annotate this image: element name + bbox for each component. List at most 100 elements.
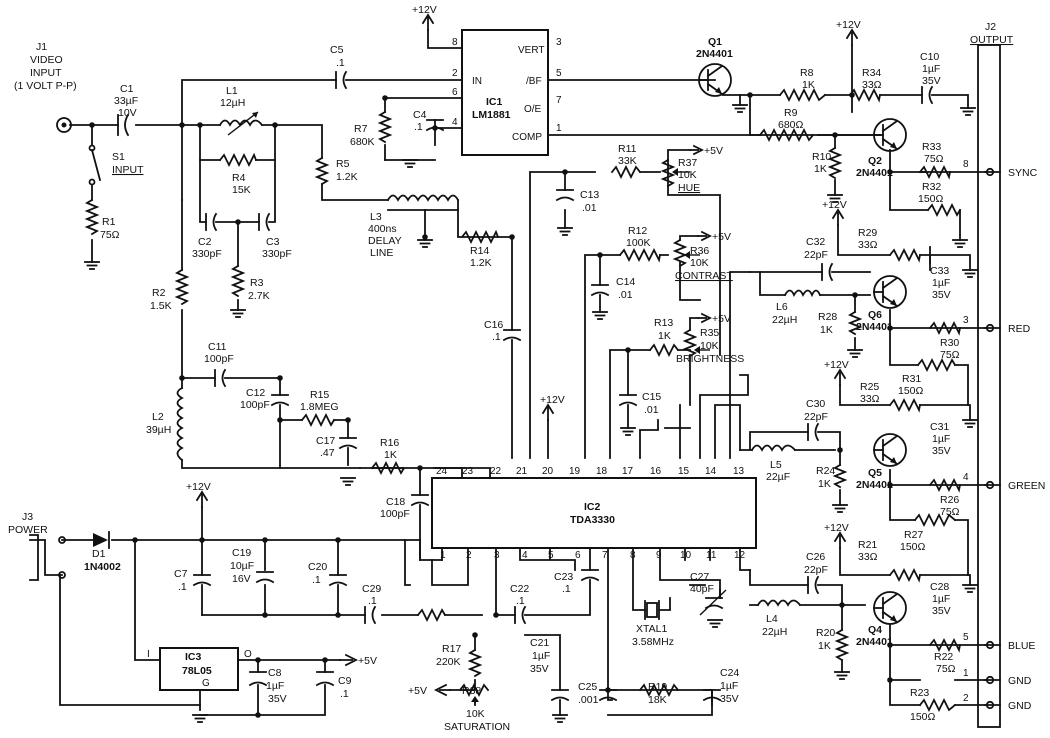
component-value: 680Ω bbox=[778, 119, 804, 131]
ic2-pin: 13 bbox=[733, 466, 745, 477]
component-ref: Q2 bbox=[868, 155, 882, 167]
output-pin-number: 4 bbox=[963, 472, 969, 483]
supply-label: +12V bbox=[186, 481, 211, 493]
output-pin-number: 8 bbox=[963, 159, 969, 170]
component-value: 16V bbox=[232, 573, 251, 585]
component-ref: R26 bbox=[940, 494, 959, 506]
component-value: 35V bbox=[932, 605, 951, 617]
component-value: .1 bbox=[368, 595, 377, 607]
component-value: 2N4401 bbox=[696, 48, 733, 60]
ic2-pin: 17 bbox=[622, 466, 634, 477]
j2-label-line1: J2 bbox=[985, 21, 996, 33]
component-value: 75Ω bbox=[936, 663, 956, 675]
component-ref: L3 bbox=[370, 211, 382, 223]
component-ref: R29 bbox=[858, 227, 877, 239]
ic2-pin: 20 bbox=[542, 466, 554, 477]
ic2-labels: 24 23 22 21 20 19 18 17 16 15 14 13 1 2 … bbox=[436, 466, 746, 561]
component-value: 2N4401 bbox=[856, 479, 893, 491]
component-ref: C20 bbox=[308, 561, 327, 573]
ic2-pin: 9 bbox=[656, 550, 662, 561]
component-value: 12µH bbox=[220, 97, 245, 109]
ic1-part: LM1881 bbox=[472, 109, 511, 121]
output-signal-name: SYNC bbox=[1008, 167, 1038, 179]
component-ref: R5 bbox=[336, 158, 350, 170]
ic2-pin: 11 bbox=[706, 550, 717, 561]
ic1-labels: 8 2 6 4 3 5 7 1 IN VERT /BF O/E COMP IC1… bbox=[452, 37, 562, 143]
component-ref: R1 bbox=[102, 216, 116, 228]
component-value: .1 bbox=[414, 121, 423, 133]
component-value: 40pF bbox=[690, 583, 714, 595]
component-ref: C5 bbox=[330, 44, 344, 56]
ic1-signal: /BF bbox=[526, 76, 542, 87]
ic2-pin: 21 bbox=[516, 466, 528, 477]
output-signal-name: GND bbox=[1008, 675, 1032, 687]
component-value: 1µF bbox=[922, 63, 940, 75]
component-value: 75Ω bbox=[100, 229, 120, 241]
component-ref: R24 bbox=[816, 465, 835, 477]
component-ref: S1 bbox=[112, 151, 125, 163]
component-value: 150Ω bbox=[918, 193, 944, 205]
component-ref: Q5 bbox=[868, 467, 882, 479]
component-value: 1K bbox=[802, 79, 815, 91]
component-value: 22µH bbox=[762, 626, 787, 638]
component-ref: R30 bbox=[940, 337, 959, 349]
component-value: INPUT bbox=[112, 164, 144, 176]
component-ref: R2 bbox=[152, 287, 166, 299]
component-ref: C1 bbox=[120, 83, 134, 95]
ic3-pin: I bbox=[147, 649, 150, 660]
component-ref: C24 bbox=[720, 667, 739, 679]
component-value: 1.2K bbox=[470, 257, 492, 269]
supply-label: +5V bbox=[704, 145, 723, 157]
component-value: 1K bbox=[658, 330, 671, 342]
component-value: .01 bbox=[618, 289, 633, 301]
component-ref: C3 bbox=[266, 236, 280, 248]
ic2-pin: 22 bbox=[490, 466, 502, 477]
ic2-pin: 5 bbox=[548, 550, 554, 561]
ic2-pin: 10 bbox=[680, 550, 692, 561]
component-ref: C27 bbox=[690, 571, 709, 583]
output-pin-labels: 8 SYNC 3 RED 4 GREEN 5 BLUE 1 GND 2 GND bbox=[963, 159, 1045, 712]
component-ref: R20 bbox=[816, 627, 835, 639]
component-ref: R21 bbox=[858, 539, 877, 551]
component-value: .1 bbox=[516, 595, 525, 607]
component-value: 150Ω bbox=[900, 541, 926, 553]
component-ref: L1 bbox=[226, 85, 238, 97]
output-signal-name: GND bbox=[1008, 700, 1032, 712]
component-ref: Q1 bbox=[708, 36, 722, 48]
component-ref: C14 bbox=[616, 276, 635, 288]
component-value: 1K bbox=[384, 449, 397, 461]
ic2-pin: 4 bbox=[522, 550, 528, 561]
component-ref: C11 bbox=[208, 341, 227, 353]
ic2-pin: 23 bbox=[462, 466, 474, 477]
component-ref: C12 bbox=[246, 387, 265, 399]
component-ref: C15 bbox=[642, 391, 661, 403]
component-value: 35V bbox=[720, 693, 739, 705]
ic1-signal: VERT bbox=[518, 45, 545, 56]
ic2-pin: 1 bbox=[440, 550, 446, 561]
connector-labels: J1 VIDEO INPUT (1 VOLT P-P) J2 OUTPUT J3… bbox=[8, 21, 1014, 536]
j2-label-line2: OUTPUT bbox=[970, 34, 1014, 46]
component-value: DELAY bbox=[368, 235, 402, 247]
output-pin-number: 2 bbox=[963, 693, 969, 704]
component-value: 22µF bbox=[766, 471, 790, 483]
component-value: 1K bbox=[818, 478, 831, 490]
j3-label-line1: J3 bbox=[22, 511, 33, 523]
component-ref: R7 bbox=[354, 123, 368, 135]
component-ref: XTAL1 bbox=[636, 623, 667, 635]
component-value: 100pF bbox=[204, 353, 234, 365]
component-ref: C33 bbox=[930, 265, 949, 277]
output-pin-number: 3 bbox=[963, 315, 969, 326]
ic2-pin: 15 bbox=[678, 466, 690, 477]
ic3-pin: O bbox=[244, 649, 252, 660]
component-value: 1µF bbox=[532, 650, 550, 662]
component-value: 1µF bbox=[266, 680, 284, 692]
component-ref: C31 bbox=[930, 421, 949, 433]
component-ref: R16 bbox=[380, 437, 399, 449]
component-value: BRIGHTNESS bbox=[676, 353, 744, 365]
component-ref: C29 bbox=[362, 583, 381, 595]
supply-label: +5V bbox=[712, 231, 731, 243]
component-value: 2N4401 bbox=[856, 321, 893, 333]
component-value: 22µH bbox=[772, 314, 797, 326]
component-value: 1µF bbox=[720, 680, 738, 692]
component-ref: R17 bbox=[442, 643, 461, 655]
